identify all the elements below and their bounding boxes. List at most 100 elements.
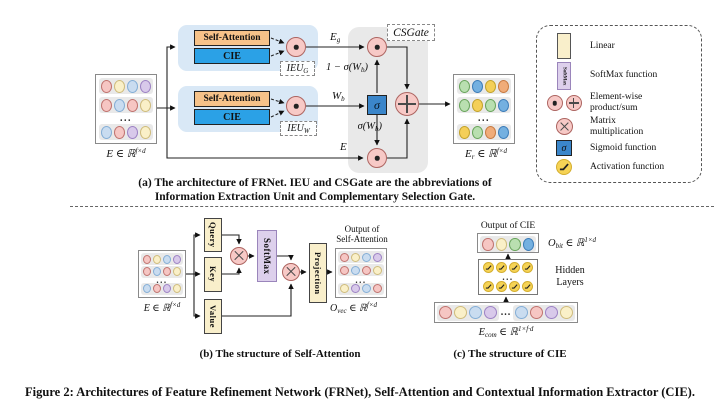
orange-feature-dot: [498, 79, 509, 93]
gold-feature-dot: [472, 98, 483, 112]
key-box: Key: [204, 257, 222, 292]
softmax-box: SoftMax: [257, 230, 277, 282]
ieu-g-tag: IEUG: [280, 61, 315, 76]
eg-label: Eg: [330, 31, 341, 44]
purple-feature-dot: [545, 306, 558, 319]
element-wise-product-icon: [286, 37, 306, 57]
blue-feature-dot: [143, 284, 151, 294]
matrix-row: [338, 251, 384, 263]
act-feature-dot: [509, 262, 520, 273]
pink-feature-dot: [340, 265, 349, 275]
vblue-feature-dot: [498, 98, 509, 112]
cream-feature-dot: [351, 252, 360, 262]
orange-feature-dot: [485, 125, 496, 139]
output-matrix-a-label: Er ∈ ℝf×d: [465, 147, 507, 161]
gold-feature-dot: [485, 79, 496, 93]
legend-item-softmax: SoftMax SoftMax function: [545, 61, 693, 90]
matrix-row: [457, 97, 511, 113]
ellipsis: ...: [478, 113, 490, 124]
cream-feature-dot: [114, 79, 125, 93]
softmax-icon: SoftMax: [557, 61, 571, 90]
cream-feature-dot: [495, 237, 507, 251]
blue-feature-dot: [163, 254, 171, 264]
panel-c-arrows: [503, 253, 511, 302]
element-wise-product-icon: [367, 37, 387, 57]
ellipsis: ...: [156, 275, 168, 286]
blue-feature-dot: [127, 79, 138, 93]
cream-feature-dot: [173, 267, 181, 277]
value-box: Value: [204, 299, 222, 334]
act-feature-dot: [522, 281, 533, 292]
purple-feature-dot: [484, 306, 497, 319]
cie-output-row: [477, 233, 539, 253]
vblue-feature-dot: [498, 125, 509, 139]
caption-b: (b) The structure of Self-Attention: [199, 348, 361, 360]
sigma-wb-label: σ(Wb): [357, 121, 382, 133]
e-label: E: [340, 141, 347, 153]
green-feature-dot: [472, 125, 483, 139]
cie-box-g: CIE: [194, 48, 270, 64]
input-matrix-b-label: E ∈ ℝf×d: [143, 301, 181, 314]
legend-item-elementwise: Element-wise product/sum: [545, 92, 693, 113]
matrix-row: [513, 304, 575, 321]
hidden-layers-label: Hidden Layers: [555, 265, 585, 288]
legend: Linear SoftMax SoftMax function Element-…: [536, 25, 702, 183]
input-embedding-matrix-a: ...: [95, 74, 157, 144]
pink-feature-dot: [163, 267, 171, 277]
cie-input-row: ...: [434, 302, 578, 323]
blue-feature-dot: [114, 98, 125, 112]
wb-label: Wb: [332, 90, 345, 103]
cream-feature-dot: [454, 306, 467, 319]
pink-feature-dot: [439, 306, 452, 319]
blue-feature-dot: [351, 265, 360, 275]
element-wise-product-icon: [367, 148, 387, 168]
blue-feature-dot: [153, 267, 161, 277]
matrix-row: [141, 253, 183, 265]
purple-feature-dot: [373, 252, 382, 262]
input-matrix-a-label: E ∈ ℝf×d: [106, 147, 146, 160]
act-feature-dot: [522, 262, 533, 273]
sigmoid-icon: σ: [556, 140, 572, 157]
pink-feature-dot: [530, 306, 543, 319]
pink-feature-dot: [362, 265, 371, 275]
panel-a-arrows: [157, 37, 451, 161]
projection-box: Projection: [309, 243, 327, 303]
matrix-row: [338, 282, 384, 295]
element-wise-product-icon: [286, 96, 306, 116]
csgate-tag: CSGate: [387, 24, 435, 41]
pink-feature-dot: [153, 284, 161, 294]
activation-icon: [485, 284, 492, 289]
pink-feature-dot: [101, 79, 112, 93]
matrix-row: [141, 282, 183, 295]
purple-feature-dot: [173, 254, 181, 264]
hidden-layer-row: [481, 262, 535, 273]
matrix-row: [437, 304, 499, 321]
ellipsis: ...: [500, 307, 512, 318]
matrix-row: [141, 265, 183, 278]
purple-feature-dot: [351, 284, 360, 294]
blue-feature-dot: [469, 306, 482, 319]
pink-feature-dot: [373, 284, 382, 294]
section-divider: [70, 206, 714, 207]
act-feature-dot: [509, 281, 520, 292]
element-wise-sum-icon: [395, 92, 419, 116]
cie-output-label: Obit ∈ ℝ1×d: [548, 236, 597, 250]
pink-feature-dot: [143, 267, 151, 277]
self-attention-box-w: Self-Attention: [194, 91, 270, 107]
blue-feature-dot: [515, 306, 528, 319]
legend-item-sigmoid: σ Sigmoid function: [545, 140, 693, 157]
activation-icon: [524, 284, 531, 289]
ellipsis: ...: [120, 113, 132, 124]
linear-icon: [557, 33, 571, 59]
cream-feature-dot: [140, 98, 151, 112]
cream-feature-dot: [373, 265, 382, 275]
panel-b-arrows: [186, 232, 333, 319]
matrix-multiplication-icon: [282, 263, 300, 281]
act-feature-dot: [483, 281, 494, 292]
activation-icon: [556, 158, 572, 175]
activation-icon: [485, 265, 492, 270]
one-minus-sigma-label: 1 − σ(Wb): [325, 62, 368, 74]
blue-feature-dot: [101, 125, 112, 139]
output-of-self-attention-title: Output of Self-Attention: [336, 224, 388, 245]
